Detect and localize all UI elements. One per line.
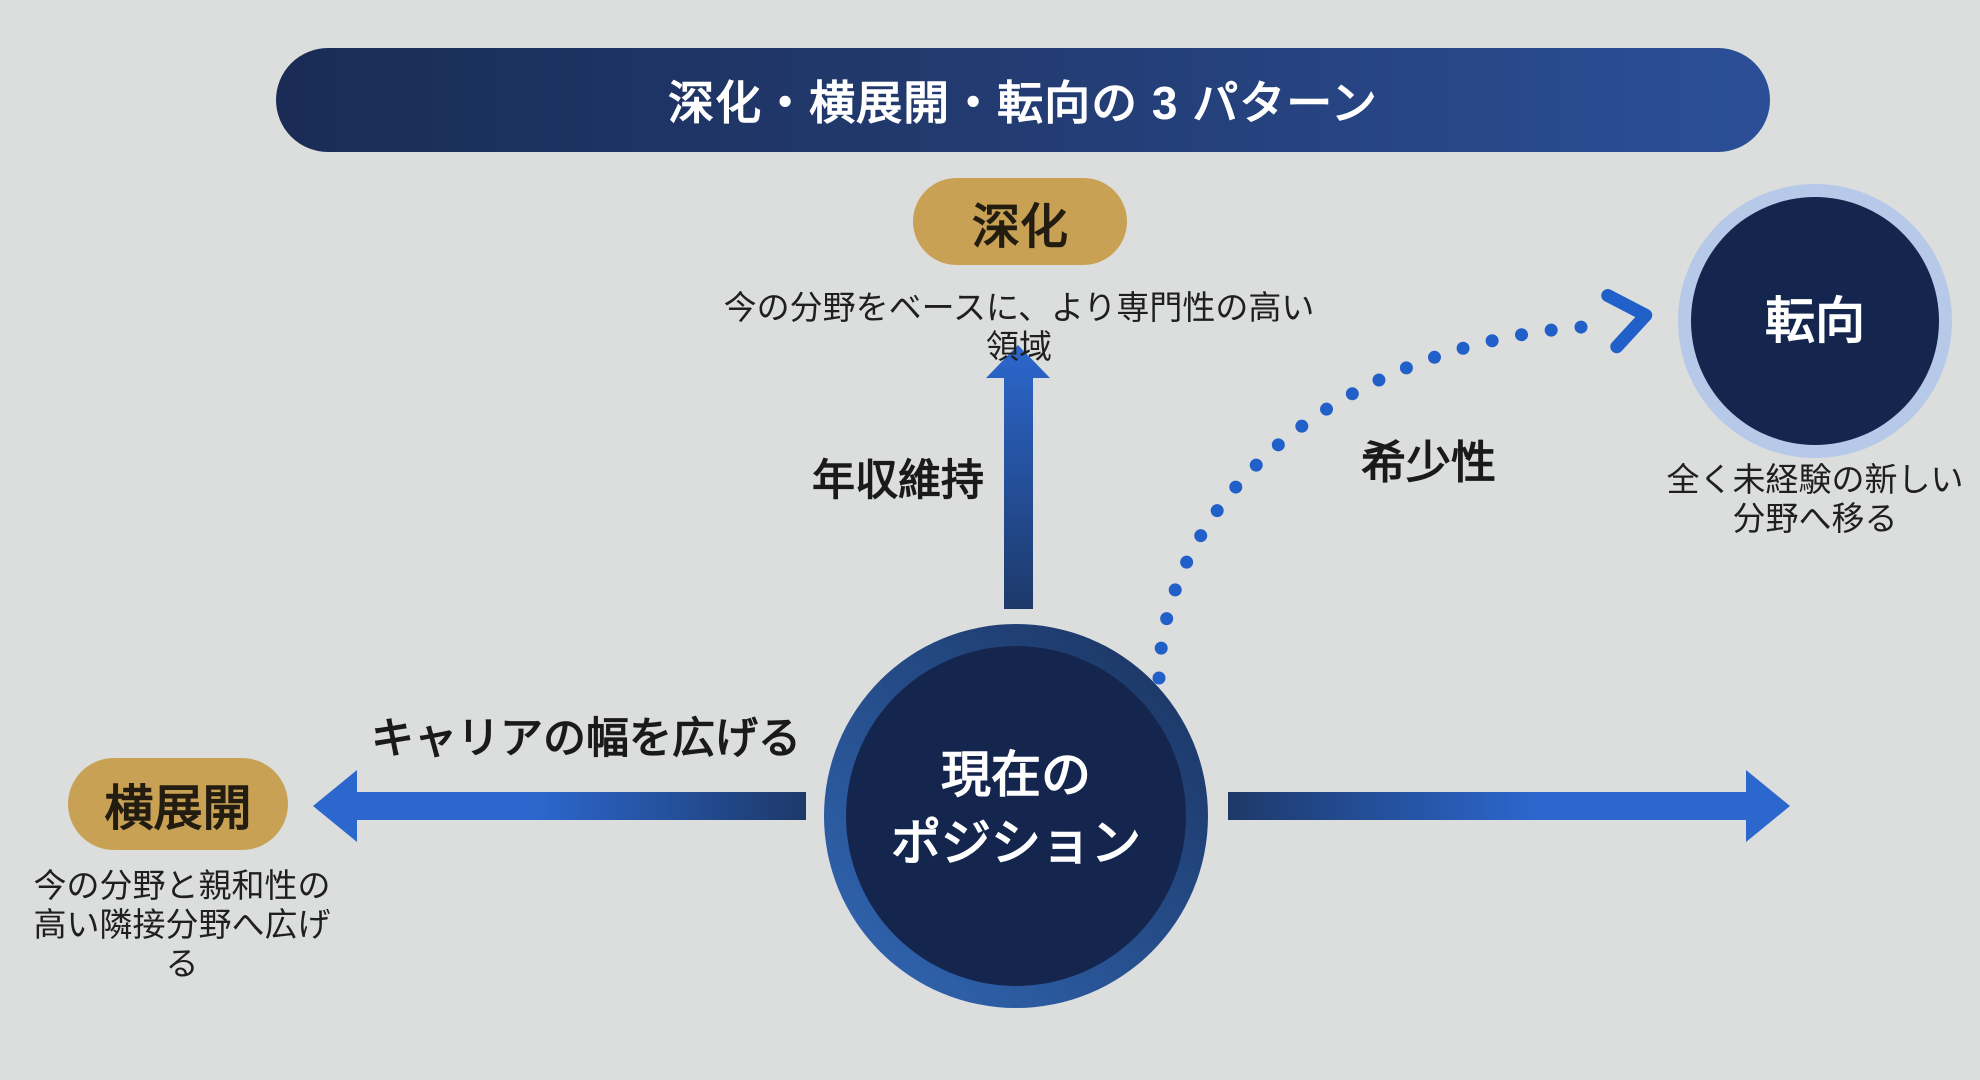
up-arrow [986, 345, 1050, 609]
lateral-description: 今の分野と親和性の 高い隣接分野へ広げる [27, 866, 337, 983]
lateral-description-line2: 高い隣接分野へ広げる [33, 906, 331, 982]
pivot-circle-label: 転向 [1765, 293, 1865, 349]
lateral-pill-label: 横展開 [104, 781, 252, 836]
dotted-curve-arrow [1152, 319, 1605, 685]
center-circle [846, 646, 1186, 986]
pivot-circle [1691, 197, 1939, 445]
pivot-description: 全く未経験の新しい 分野へ移る [1665, 460, 1965, 538]
lateral-description-line1: 今の分野と親和性の [33, 867, 331, 904]
deepening-description: 今の分野をベースに、より専門性の高い領域 [723, 289, 1315, 365]
pivot-description-line2: 分野へ移る [1732, 500, 1898, 537]
pivot-arrow-label: 希少性 [1361, 437, 1497, 488]
deepening-arrow-label: 年収維持 [812, 457, 984, 505]
deepening-pill-label: 深化 [971, 200, 1068, 254]
current-position-line1: 現在の [941, 747, 1091, 803]
title-banner: 深化・横展開・転向の 3 パターン [276, 48, 1770, 152]
lateral-pill: 横展開 [68, 758, 288, 850]
lateral-arrow-label: キャリアの幅を広げる [371, 715, 801, 763]
current-position-label: 現在の ポジション [866, 741, 1166, 877]
deepening-pill: 深化 [913, 178, 1127, 265]
right-arrow [1228, 770, 1790, 842]
left-arrow [313, 770, 806, 842]
pivot-description-line1: 全く未経験の新しい [1666, 461, 1964, 498]
current-position-line2: ポジション [891, 815, 1141, 871]
chevron-right-icon [1601, 289, 1653, 354]
page-title: 深化・横展開・転向の 3 パターン [668, 77, 1378, 129]
